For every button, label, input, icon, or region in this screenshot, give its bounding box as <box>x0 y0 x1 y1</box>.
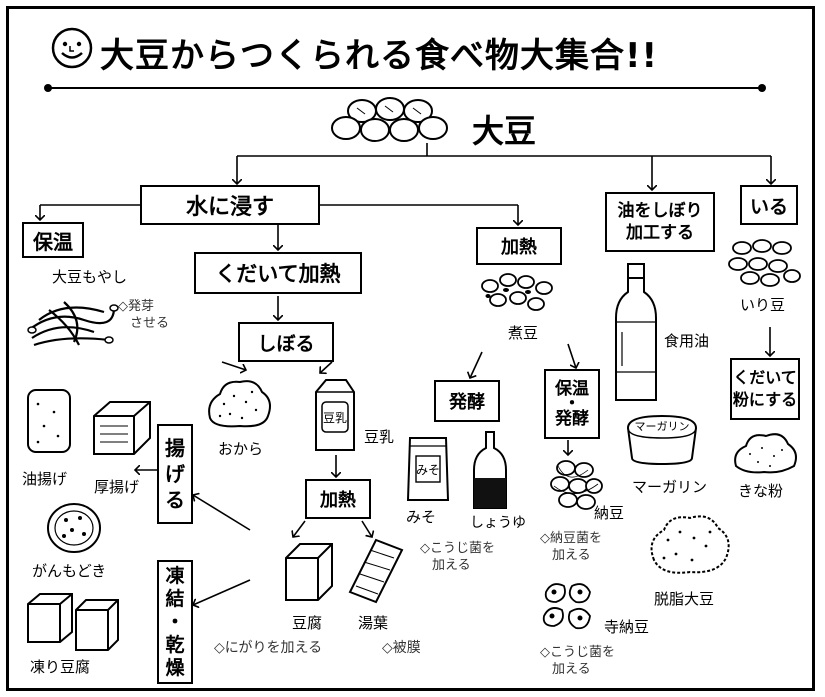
note-koji-1-line2: 加える <box>432 558 471 573</box>
yuba-illustration <box>346 536 406 610</box>
carton-label: 豆乳 <box>323 411 347 425</box>
box-ferment: 発酵 <box>434 380 500 422</box>
soybeans-illustration <box>330 96 460 150</box>
margarine-tub-illustration: マーガリン <box>624 412 700 470</box>
food-label-oil: 食用油 <box>664 332 710 350</box>
box-keep-warm: 保温 <box>22 222 84 258</box>
food-label-sprouts: 大豆もやし <box>52 268 128 286</box>
note-nigari: ◇にがりを加える <box>214 640 323 656</box>
box-fry: 揚 げ る <box>157 424 193 524</box>
note-koji-1: ◇こうじ菌を 加える <box>420 540 495 574</box>
food-label-ganmodoki: がんもどき <box>32 562 107 580</box>
note-film: ◇被膜 <box>382 640 421 656</box>
box-oil-press: 油をしぼり 加工する <box>605 192 715 252</box>
miso-bag-illustration: みそ <box>404 432 452 508</box>
nimame-illustration <box>478 270 558 318</box>
aburaage-illustration <box>24 386 74 460</box>
box-freeze-char1: 凍 <box>165 564 185 587</box>
koridofu-illustration <box>24 590 124 658</box>
food-label-soymilk: 豆乳 <box>364 428 395 446</box>
teranatto-illustration <box>538 578 602 642</box>
box-crush-heat: くだいて加熱 <box>194 252 362 294</box>
box-crush-powder: くだいて 粉にする <box>730 358 800 420</box>
note-koji-2-line2: 加える <box>552 662 591 677</box>
note-koji-2: ◇こうじ菌を 加える <box>540 644 615 678</box>
food-label-aburaage: 油揚げ <box>22 470 68 488</box>
page-title: 大豆からつくられる食べ物大集合!! <box>100 36 659 76</box>
box-freeze-dry: 凍 結 ・ 乾 燥 <box>157 560 193 684</box>
box-freeze-char3: ・ <box>165 610 185 633</box>
note-nattokin-line1: ◇納豆菌を <box>540 531 602 546</box>
root-label: 大豆 <box>472 112 537 150</box>
tofu-illustration <box>282 540 336 608</box>
box-warm-ferment: 保温 ・ 発酵 <box>544 369 600 439</box>
food-label-kinako: きな粉 <box>738 482 784 500</box>
natto-illustration <box>548 456 604 516</box>
box-freeze-char2: 結 <box>165 587 185 610</box>
food-label-tofu: 豆腐 <box>292 614 323 632</box>
box-roast: いる <box>740 185 798 225</box>
oil-bottle-illustration <box>614 262 658 408</box>
note-nattokin: ◇納豆菌を 加える <box>540 530 602 564</box>
ganmodoki-illustration <box>44 500 104 560</box>
food-label-defatted: 脱脂大豆 <box>654 590 715 608</box>
box-fry-char2: げ <box>165 462 185 486</box>
note-nattokin-line2: 加える <box>552 548 591 563</box>
box-oil-press-line2: 加工する <box>626 223 694 243</box>
food-label-teranatto: 寺納豆 <box>604 618 650 636</box>
food-label-yuba: 湯葉 <box>358 614 389 632</box>
food-label-nimame: 煮豆 <box>508 324 539 342</box>
food-label-natto: 納豆 <box>594 504 625 522</box>
soymilk-carton-illustration: 豆乳 <box>308 376 360 458</box>
box-crush-powder-line1: くだいて <box>733 368 797 387</box>
shoyu-bottle-illustration <box>472 430 508 516</box>
defatted-soybean-illustration <box>646 510 734 582</box>
box-heat-2: 加熱 <box>305 479 371 519</box>
food-label-koridofu: 凍り豆腐 <box>30 658 91 676</box>
box-oil-press-line1: 油をしぼり <box>617 201 703 221</box>
box-heat-1: 加熱 <box>476 227 562 265</box>
kinako-illustration <box>730 426 800 480</box>
box-freeze-char5: 燥 <box>165 656 185 679</box>
box-fry-char3: る <box>165 488 185 512</box>
bean-sprouts-illustration <box>24 290 119 354</box>
box-squeeze: しぼる <box>238 322 334 362</box>
okara-illustration <box>204 374 276 434</box>
food-label-atsuage: 厚揚げ <box>94 478 140 496</box>
food-label-shoyu: しょうゆ <box>470 515 526 531</box>
note-germinate-line1: ◇発芽 <box>118 299 154 314</box>
note-koji-1-line1: ◇こうじ菌を <box>420 541 495 556</box>
box-fry-char1: 揚 <box>165 436 185 460</box>
food-label-margarine: マーガリン <box>632 478 708 496</box>
atsuage-illustration <box>90 398 154 462</box>
box-warm-ferment-line2: 発酵 <box>555 409 589 429</box>
food-label-iri: いり豆 <box>740 296 786 314</box>
note-koji-2-line1: ◇こうじ菌を <box>540 645 615 660</box>
box-crush-powder-line2: 粉にする <box>732 390 798 409</box>
box-soak: 水に浸す <box>140 185 320 225</box>
note-germinate: ◇発芽 させる <box>118 298 169 332</box>
box-warm-ferment-dot: ・ <box>563 394 581 414</box>
iri-mame-illustration <box>728 236 802 292</box>
box-freeze-char4: 乾 <box>165 633 185 656</box>
smiley-face-icon <box>50 26 94 74</box>
food-label-okara: おから <box>218 440 264 458</box>
box-warm-ferment-line1: 保温 <box>555 379 589 399</box>
miso-bag-label: みそ <box>416 463 440 477</box>
note-germinate-line2: させる <box>130 316 170 331</box>
margarine-tub-label: マーガリン <box>635 420 690 433</box>
food-label-miso: みそ <box>406 508 437 526</box>
